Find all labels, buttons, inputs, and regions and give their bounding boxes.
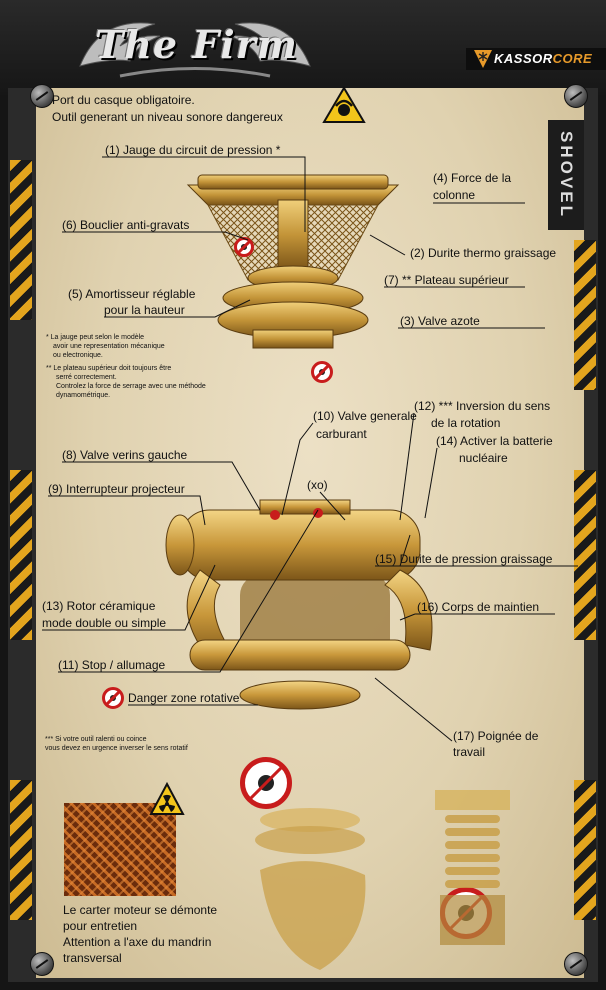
label-rotation-inversion-1: (12) *** Inversion du sens <box>414 399 551 413</box>
label-fuel-valve-1: (10) Valve generale <box>313 409 417 423</box>
no-hands-icon <box>240 757 292 809</box>
label-stop-start: (11) Stop / allumage <box>58 658 166 672</box>
note-rotation-2: vous devez en urgence inverser le sens r… <box>45 745 188 752</box>
footer-line-4: transversal <box>63 951 122 965</box>
note-plate-1: ** Le plateau supérieur doit toujours êt… <box>46 365 172 372</box>
screw-icon <box>30 952 54 976</box>
label-thermo-hose: (2) Durite thermo graissage <box>410 246 557 260</box>
shovel-body-illustration <box>165 499 433 710</box>
screw-icon <box>564 84 588 108</box>
label-shock-absorber-1: (5) Amortisseur réglable <box>68 287 196 301</box>
label-upper-plate: (7) ** Plateau supérieur <box>384 273 509 287</box>
label-debris-shield: (6) Bouclier anti-gravats <box>62 218 190 232</box>
label-light-switch: (9) Interrupteur projecteur <box>48 482 185 496</box>
note-plate-2: serré correctement. <box>56 374 117 381</box>
footer-line-2: pour entretien <box>63 919 138 933</box>
screw-icon <box>30 84 54 108</box>
hazard-stripe-left-top <box>10 160 32 320</box>
label-shock-absorber-2: pour la hauteur <box>104 303 185 317</box>
label-column-force-2: colonne <box>433 188 476 202</box>
casing-part-illustration <box>255 808 366 970</box>
note-gauge-2: avoir une representation mécanique <box>53 343 165 350</box>
label-xo: (xo) <box>307 478 328 492</box>
no-hands-icon <box>102 687 124 709</box>
label-pressure-gauge: (1) Jauge du circuit de pression * <box>105 143 281 157</box>
note-gauge-1: * La jauge peut selon le modèle <box>46 334 145 341</box>
label-ceramic-rotor-1: (13) Rotor céramique <box>42 599 156 613</box>
label-column-force-1: (4) Force de la <box>433 171 512 185</box>
label-battery-1: (14) Activer la batterie <box>436 434 553 448</box>
label-battery-2: nucléaire <box>459 451 508 465</box>
note-plate-4: dynamométrique. <box>56 392 111 399</box>
intro-line-1: Port du casque obligatoire. <box>52 93 195 107</box>
label-danger-rotating: Danger zone rotative <box>128 691 240 705</box>
label-grease-hose: (15) Durite de pression graissage <box>375 552 553 566</box>
hazard-stripe-left-mid <box>10 470 32 640</box>
intro-line-2: Outil generant un niveau sonore dangereu… <box>52 110 283 124</box>
hazard-stripe-right-mid <box>574 470 596 640</box>
shovel-top-assembly-illustration <box>186 174 400 349</box>
label-handle-1: (17) Poignée de <box>453 729 539 743</box>
footer-line-1: Le carter moteur se démonte <box>63 903 218 917</box>
screw-icon <box>564 952 588 976</box>
label-ceramic-rotor-2: mode double ou simple <box>42 616 167 630</box>
note-gauge-3: ou electronique. <box>53 352 103 359</box>
brand-snowflake-icon <box>474 50 492 68</box>
label-holding-body: (16) Corps de maintien <box>417 600 540 614</box>
logo-title: The Firm <box>95 22 298 67</box>
hazard-stripe-right-top <box>574 240 596 390</box>
tool-name-tab: SHOVEL <box>548 120 584 230</box>
wing-ornament-icon <box>79 22 311 78</box>
hazard-stripe-right-bottom <box>574 780 596 920</box>
label-nitrogen-valve: (3) Valve azote <box>400 314 480 328</box>
spring-assembly-illustration <box>435 790 510 945</box>
note-plate-3: Controlez la force de serrage avec une m… <box>56 383 206 390</box>
brand-bar <box>466 48 606 70</box>
label-fuel-valve-2: carburant <box>316 427 367 441</box>
engine-casing-photo <box>64 803 176 896</box>
footer-line-3: Attention a l'axe du mandrin <box>63 935 212 949</box>
label-rotation-inversion-2: de la rotation <box>431 416 501 430</box>
label-left-jack-valve: (8) Valve verins gauche <box>62 448 188 462</box>
label-handle-2: travail <box>453 745 486 759</box>
note-rotation-1: *** Si votre outil ralenti ou coince <box>45 736 147 743</box>
no-hands-icon <box>311 361 333 383</box>
ear-protection-warning-icon <box>322 86 366 123</box>
hazard-stripe-left-bottom <box>10 780 32 920</box>
brand-name: KASSORCORE <box>494 51 593 66</box>
no-hands-icon <box>234 237 254 257</box>
radiation-warning-icon <box>149 782 185 815</box>
